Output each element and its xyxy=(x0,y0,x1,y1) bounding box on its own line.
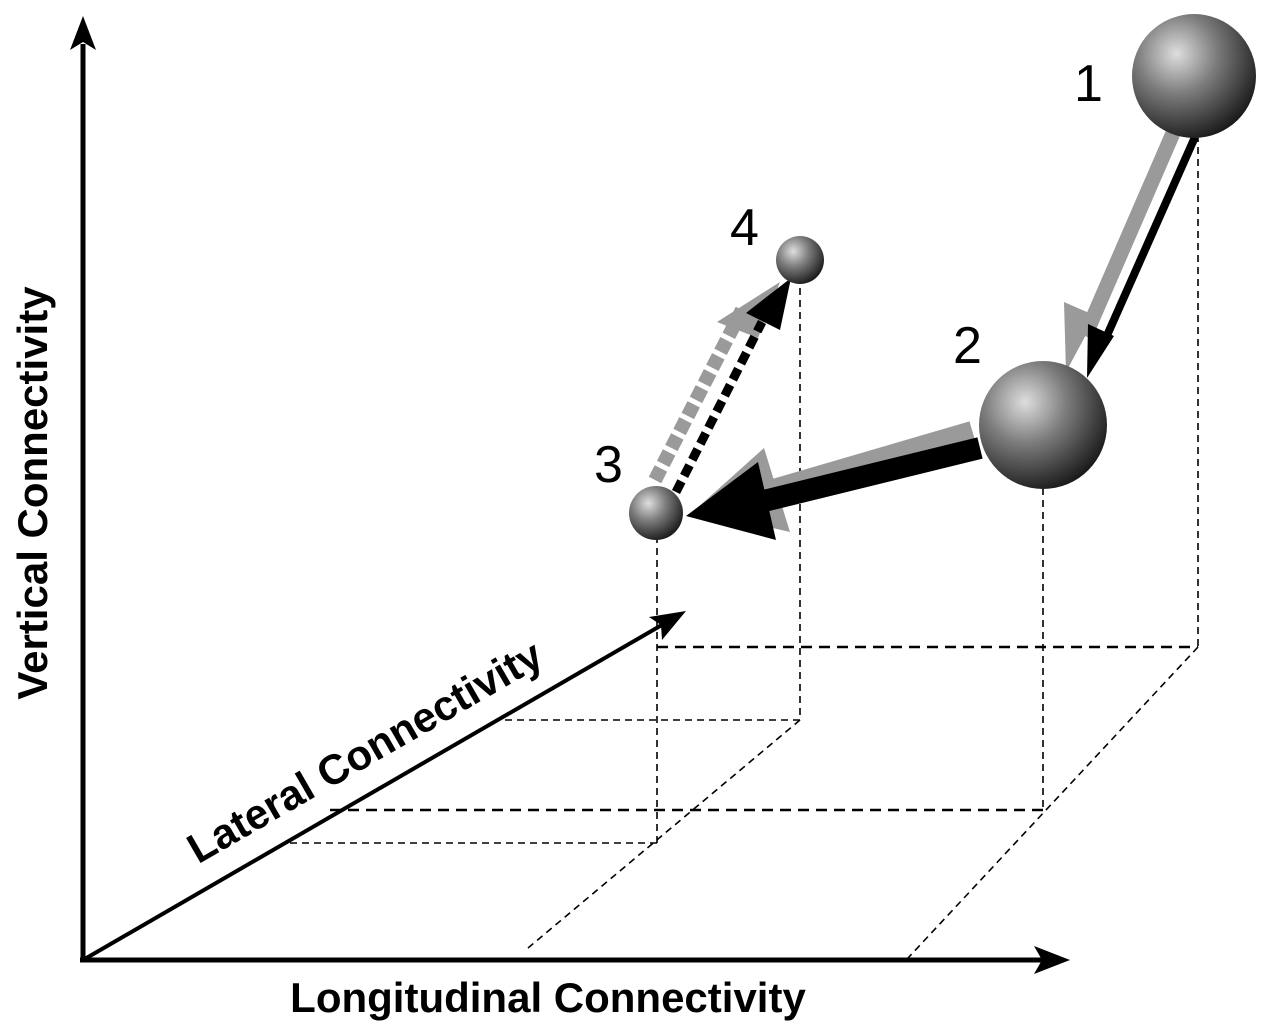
state-4-sphere xyxy=(776,236,824,284)
projection-guides xyxy=(290,135,1199,959)
transition-arrow-3-to-4 xyxy=(648,278,791,495)
vertical-axis-arrowhead xyxy=(70,16,96,50)
longitudinal-axis-arrowhead xyxy=(1034,946,1070,974)
state-1-label: 1 xyxy=(1074,55,1103,113)
lateral-axis-arrowhead xyxy=(649,611,686,640)
state-2-label: 2 xyxy=(953,317,982,375)
axes xyxy=(70,16,1070,974)
vertical-axis-label: Vertical Connectivity xyxy=(9,286,56,700)
state-1-sphere xyxy=(1132,14,1256,138)
state-3-label: 3 xyxy=(594,436,623,494)
lateral-axis-line xyxy=(81,620,669,962)
transition-arrow-2-to-3 xyxy=(686,421,983,540)
transition-arrow-1-to-2 xyxy=(1064,114,1199,378)
longitudinal-axis-label: Longitudinal Connectivity xyxy=(290,974,806,1021)
state-2-sphere xyxy=(979,361,1107,489)
state-3-sphere xyxy=(629,486,683,540)
state-4-label: 4 xyxy=(730,199,759,257)
lateral-axis-label: Lateral Connectivity xyxy=(179,630,551,872)
